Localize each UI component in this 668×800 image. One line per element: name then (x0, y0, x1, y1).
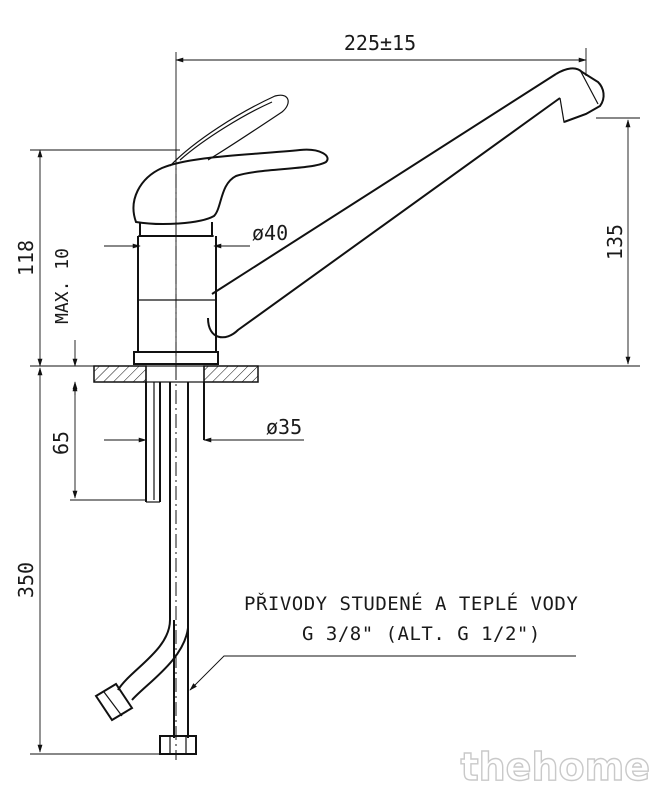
dimension-hose-length-label: 350 (14, 562, 38, 598)
supply-note-line2: G 3/8" (ALT. G 1/2") (302, 623, 541, 645)
dimension-total-height: 118 (14, 149, 180, 367)
dimension-total-height-label: 118 (14, 240, 38, 276)
dimension-shank-diameter: ø35 (104, 415, 304, 443)
dimension-width: 225±15 (175, 31, 587, 370)
dimension-shank-length-label: 65 (49, 431, 73, 455)
dimension-max-base-label: MAX. 10 (52, 248, 73, 324)
watermark-logo: thehome (460, 745, 650, 789)
dimension-body-diameter: ø40 (104, 221, 288, 249)
supply-note-line1: PŘIVODY STUDENÉ A TEPLÉ VODY (244, 592, 578, 615)
dimension-shank-length: 65 (49, 383, 146, 501)
faucet-body (132, 94, 329, 365)
dimension-spout-height-label: 135 (603, 224, 627, 260)
dimension-body-diameter-label: ø40 (252, 221, 288, 245)
dimension-hose-length: 350 (14, 367, 162, 755)
dimension-shank-diameter-label: ø35 (266, 415, 302, 439)
body-cylinder (137, 236, 217, 353)
countertop-section (30, 365, 640, 383)
supply-note: PŘIVODY STUDENÉ A TEPLÉ VODY G 3/8" (ALT… (189, 592, 578, 691)
faucet-shank (94, 382, 205, 755)
faucet-spout (207, 67, 605, 339)
dimension-width-label: 225±15 (344, 31, 416, 55)
lever-handle (132, 148, 329, 225)
